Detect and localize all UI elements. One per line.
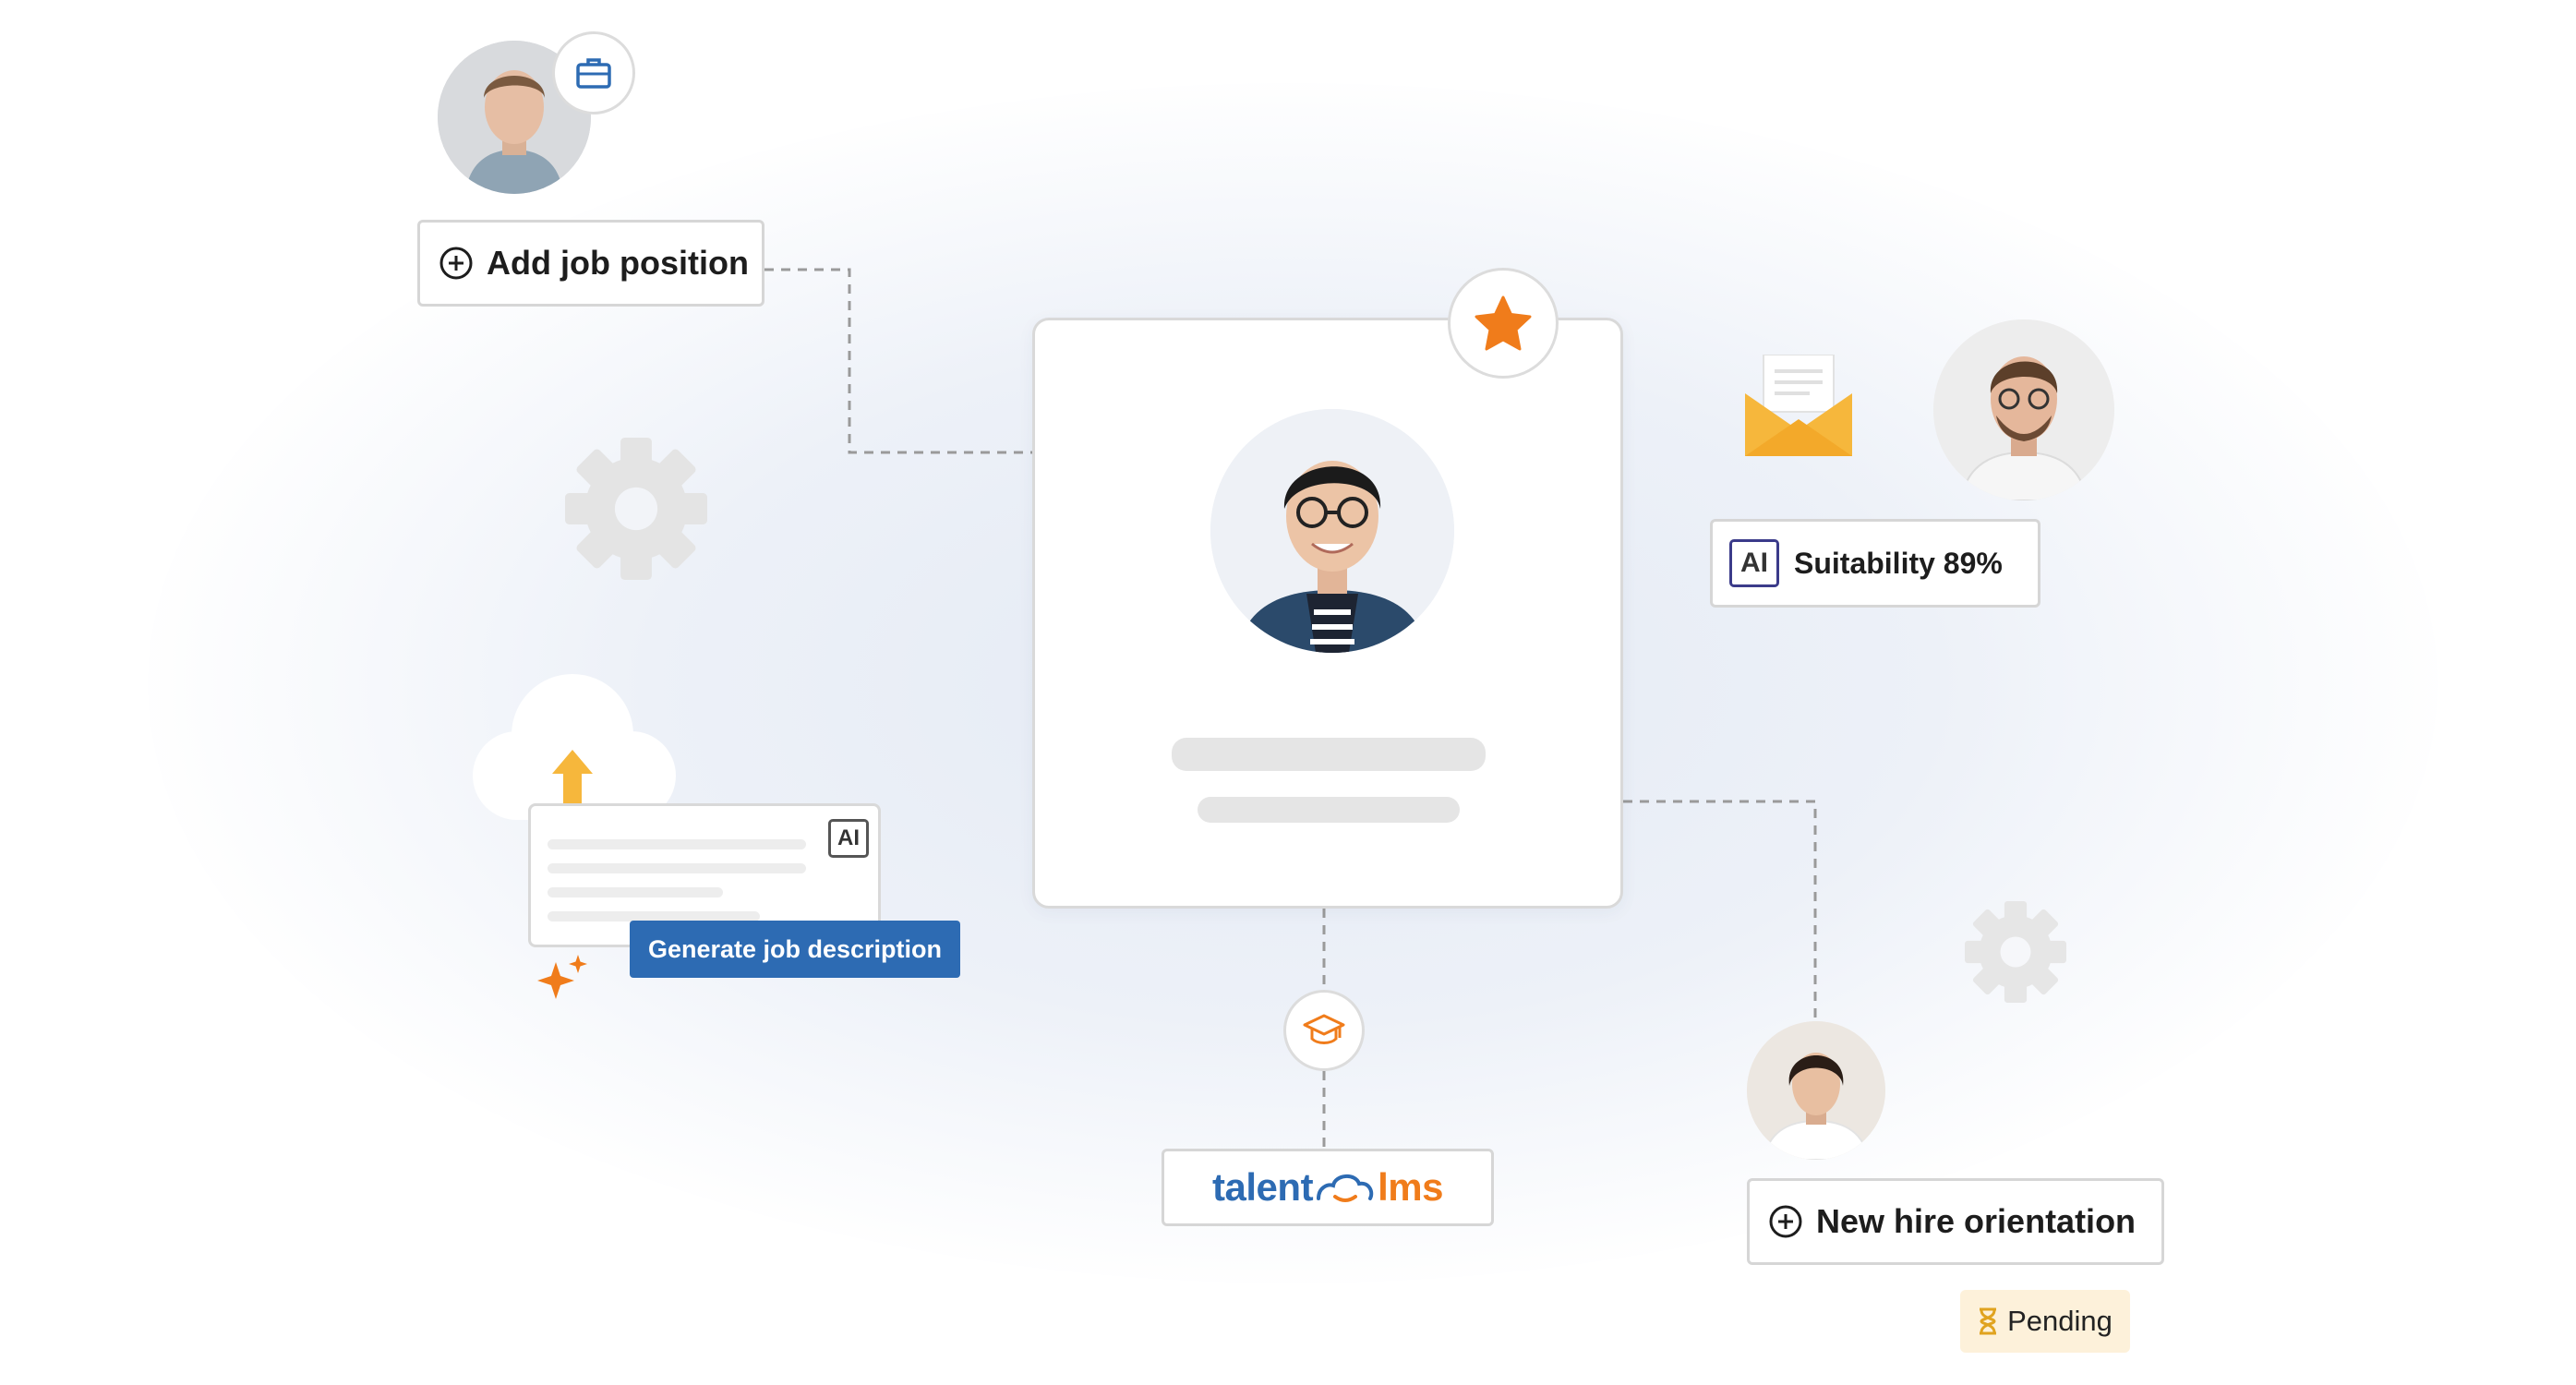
- star-icon: [1475, 295, 1532, 351]
- ai-badge: AI: [828, 819, 869, 858]
- plus-circle-icon: [1769, 1205, 1802, 1238]
- cloud-upload-icon: [473, 674, 676, 822]
- envelope-icon: [1745, 355, 1852, 456]
- status-badge: Pending: [1960, 1290, 2130, 1353]
- graduation-cap-icon: [1303, 1014, 1345, 1044]
- brand-part-lms: lms: [1378, 1165, 1443, 1209]
- gear-icon: [1965, 901, 2066, 1003]
- brand-part-talent: talent: [1212, 1165, 1314, 1209]
- add-job-position-label: Add job position: [487, 244, 749, 282]
- doc-line: [548, 839, 806, 849]
- cloud-logo-mark: [1317, 1174, 1374, 1202]
- plus-circle-icon: [439, 247, 473, 280]
- doc-line: [548, 911, 760, 921]
- suitability-score: AI Suitability 89%: [1710, 519, 2040, 608]
- title-placeholder: [1198, 797, 1460, 823]
- suitability-label: Suitability 89%: [1794, 546, 2003, 580]
- briefcase-icon: [576, 58, 611, 89]
- favorite-button[interactable]: [1448, 268, 1559, 379]
- new-hire-avatar: [1747, 1021, 1885, 1160]
- training-button[interactable]: [1283, 990, 1365, 1071]
- candidate-profile-card[interactable]: [1032, 318, 1623, 909]
- talentlms-logo: talent lms: [1162, 1149, 1494, 1226]
- generate-job-description-button[interactable]: Generate job description: [630, 921, 960, 978]
- hourglass-icon: [1980, 1307, 1997, 1335]
- status-badge-label: Pending: [2007, 1305, 2113, 1337]
- sparkle-icon: [537, 955, 587, 999]
- candidate-photo: [1210, 409, 1454, 653]
- doc-line: [548, 887, 723, 897]
- candidate-avatar: [438, 41, 591, 194]
- doc-line: [548, 863, 806, 873]
- new-hire-orientation-button[interactable]: New hire orientation: [1747, 1178, 2164, 1265]
- new-hire-orientation-label: New hire orientation: [1816, 1202, 2137, 1240]
- gear-icon: [565, 438, 707, 580]
- name-placeholder: [1172, 738, 1486, 771]
- ai-badge: AI: [1729, 539, 1779, 587]
- applicant-avatar: [1933, 319, 2114, 500]
- add-job-position-button[interactable]: Add job position: [417, 220, 764, 307]
- briefcase-button[interactable]: [552, 31, 635, 114]
